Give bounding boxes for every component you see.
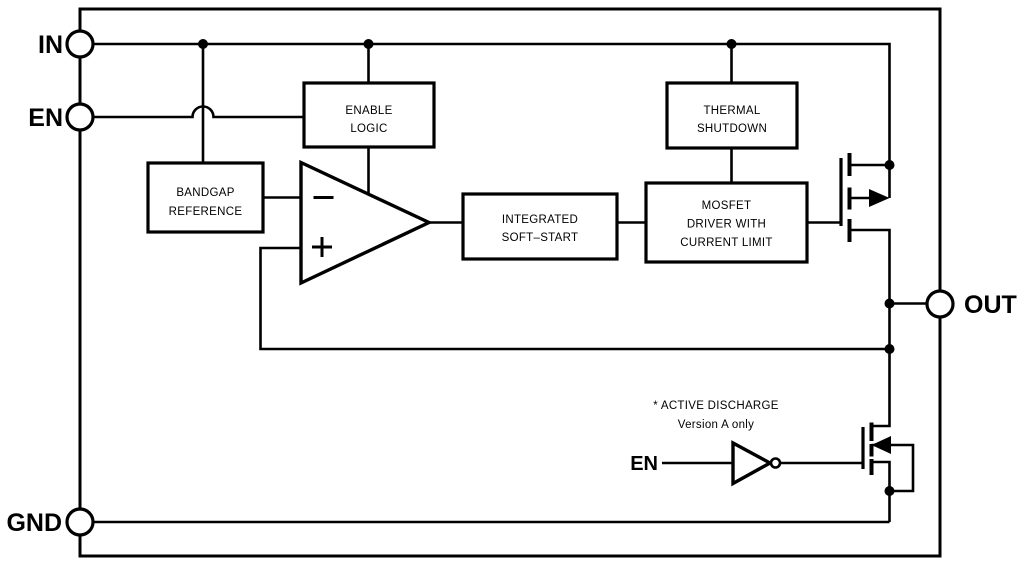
enable-logic-label-1: ENABLE	[345, 105, 392, 117]
pin-en-label: EN	[28, 104, 63, 132]
pin-out-terminal	[925, 289, 955, 319]
mosfet-driver-label-2: DRIVER WITH	[687, 219, 766, 231]
junction-dot	[884, 298, 895, 309]
mosfet-driver-label-1: MOSFET	[702, 200, 752, 212]
soft-start-label-1: INTEGRATED	[502, 214, 578, 226]
inverter-bubble-icon	[769, 457, 782, 469]
discharge-fet-body-lead	[871, 443, 915, 493]
pin-gnd-terminal	[65, 507, 95, 537]
junction-dot	[198, 39, 208, 49]
inverter-icon	[731, 440, 774, 487]
error-amplifier-symbol	[299, 159, 433, 286]
pin-in-label: IN	[38, 31, 63, 59]
in-rail-wire	[93, 42, 891, 198]
mosfet-driver-label-3: CURRENT LIMIT	[680, 237, 773, 249]
thermal-shutdown-box	[665, 81, 799, 150]
pass-fet-body-arrow-icon	[869, 189, 890, 207]
discharge-fet-body-arrow-icon	[871, 436, 891, 454]
feedback-wire	[259, 246, 890, 351]
junction-dots	[198, 39, 895, 496]
pin-en-terminal	[65, 102, 95, 132]
block-mosfet-driver: MOSFET DRIVER WITH CURRENT LIMIT	[644, 181, 809, 264]
discharge-fet-source-lead	[871, 460, 891, 522]
enable-logic-box	[302, 81, 436, 149]
pin-gnd-label: GND	[6, 509, 62, 537]
thermal-shutdown-label-1: THERMAL	[703, 105, 760, 117]
opamp-triangle-icon	[299, 159, 433, 286]
version-note: Version A only	[678, 419, 754, 431]
active-discharge-circuit	[731, 422, 915, 522]
bandgap-label-2: REFERENCE	[169, 206, 243, 218]
block-enable-logic: ENABLE LOGIC	[302, 81, 436, 149]
pin-terminals	[65, 29, 955, 537]
enable-logic-label-2: LOGIC	[350, 123, 387, 135]
junction-dot	[884, 160, 895, 170]
bandgap-reference-box	[146, 161, 265, 234]
pin-in-terminal	[65, 29, 95, 59]
soft-start-label-2: SOFT–START	[502, 232, 579, 244]
bandgap-label-1: BANDGAP	[176, 187, 234, 199]
soft-start-box	[461, 192, 619, 261]
pass-mosfet-symbol	[839, 153, 890, 242]
noninverting-input-symbol	[312, 237, 332, 257]
output-rail-wire	[849, 228, 891, 428]
block-bandgap-reference: BANDGAP REFERENCE	[146, 161, 265, 234]
block-integrated-soft-start: INTEGRATED SOFT–START	[461, 192, 619, 261]
mosfet-driver-box	[644, 181, 809, 264]
discharge-en-label: EN	[630, 453, 658, 475]
pin-out-label: OUT	[964, 291, 1017, 319]
device-boundary	[78, 7, 942, 558]
active-discharge-note: * ACTIVE DISCHARGE	[653, 400, 779, 412]
wires	[93, 42, 927, 524]
junction-dot	[884, 486, 895, 496]
junction-dot	[363, 39, 374, 49]
junction-dot	[884, 344, 895, 354]
en-to-enable-logic-wire	[93, 105, 304, 119]
block-thermal-shutdown: THERMAL SHUTDOWN	[665, 81, 799, 150]
junction-dot	[726, 39, 737, 49]
thermal-shutdown-label-2: SHUTDOWN	[697, 123, 767, 135]
